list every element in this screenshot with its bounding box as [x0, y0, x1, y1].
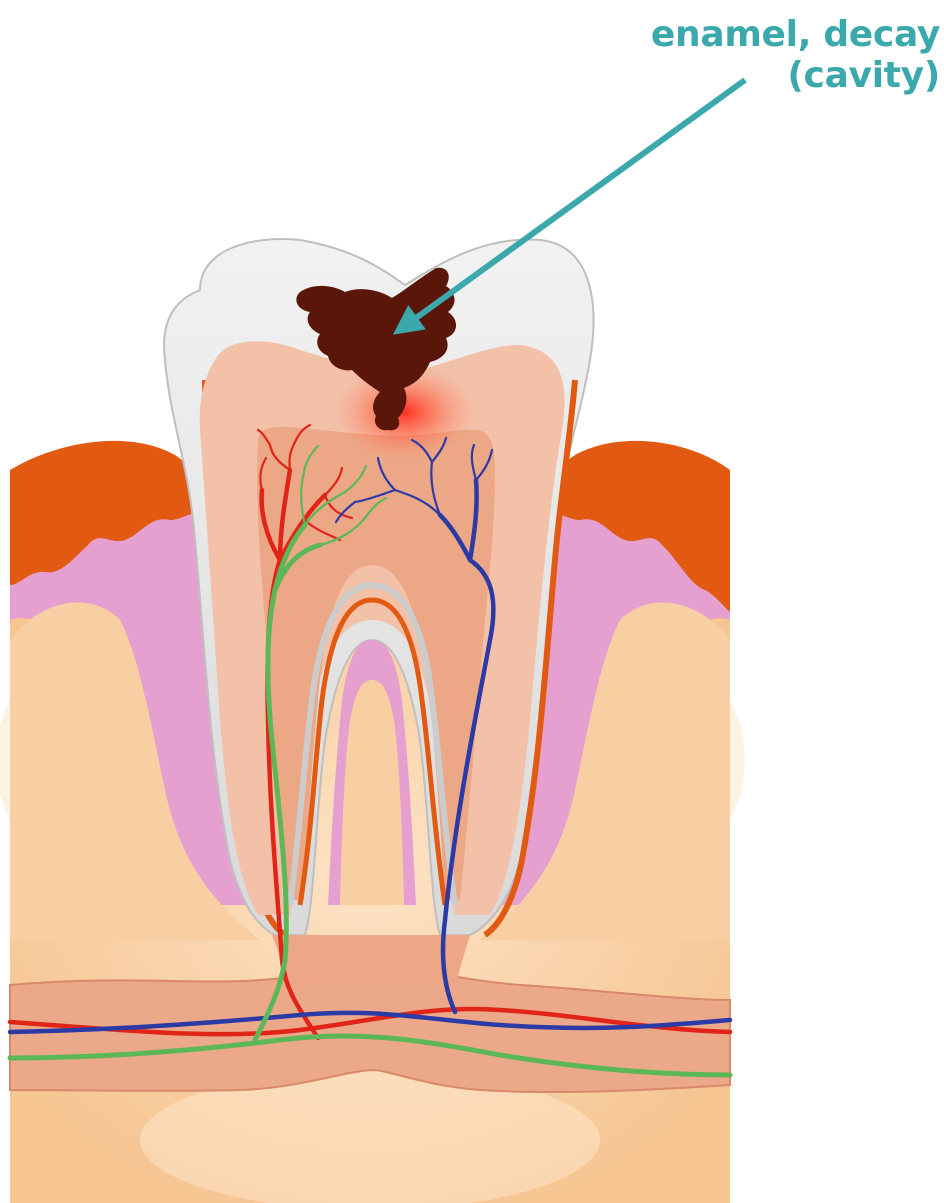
tooth-diagram — [0, 0, 944, 1203]
